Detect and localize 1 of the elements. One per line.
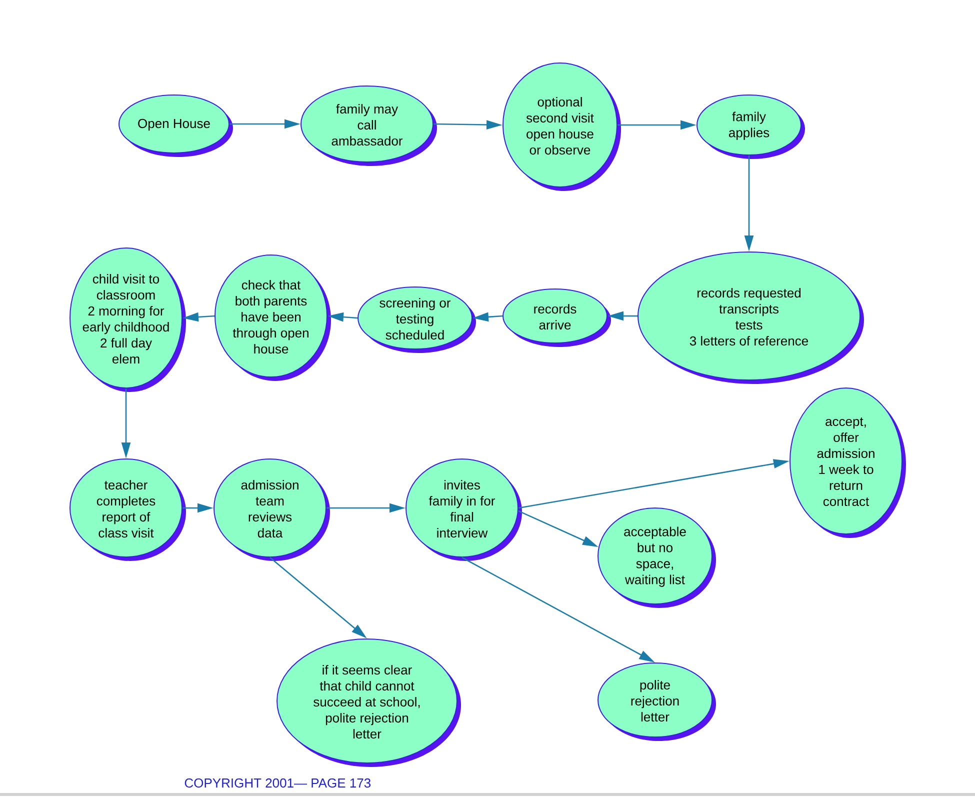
copyright-footer: COPYRIGHT 2001— PAGE 173 [184, 778, 371, 788]
